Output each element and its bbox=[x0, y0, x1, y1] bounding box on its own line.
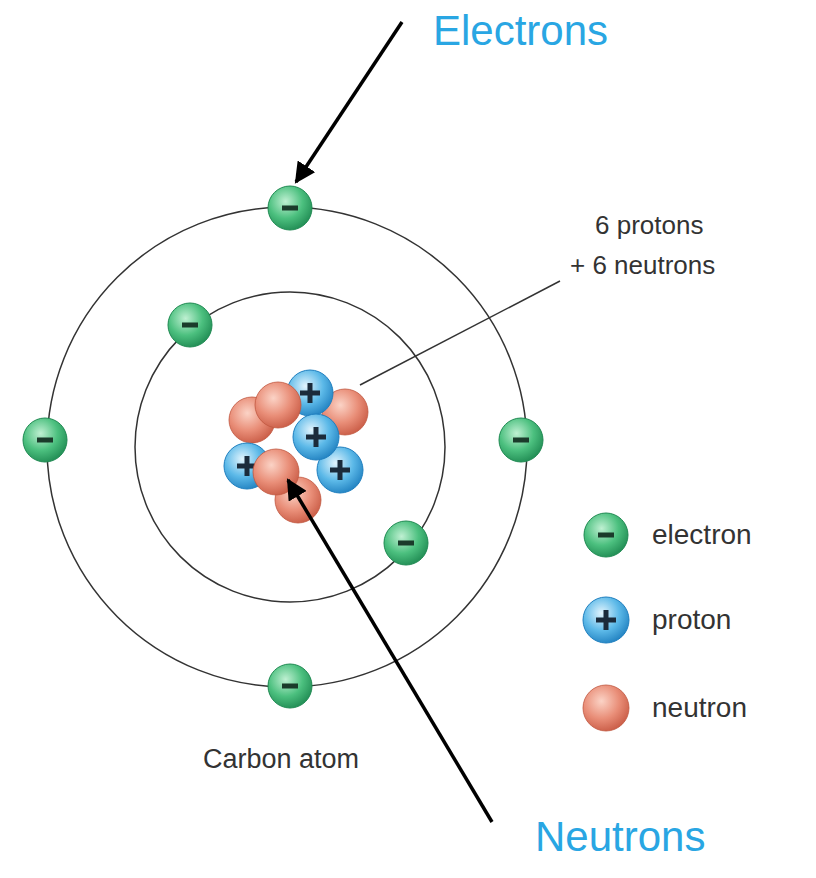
legend-text: neutron bbox=[652, 691, 747, 725]
callout-label: Electrons bbox=[433, 6, 608, 56]
inner-orbit bbox=[135, 292, 445, 602]
legend-neutron-sample bbox=[583, 685, 629, 731]
legend-text: electron bbox=[652, 518, 752, 552]
electrons bbox=[23, 186, 543, 708]
legend-text: proton bbox=[652, 603, 731, 637]
legend-proton-sample bbox=[583, 597, 629, 643]
callout-label: Neutrons bbox=[535, 812, 705, 862]
legend-electron-sample bbox=[584, 513, 628, 557]
nucleus-label: 6 protons + 6 neutrons bbox=[570, 205, 720, 285]
nucleus bbox=[224, 370, 368, 523]
leader-line bbox=[360, 281, 560, 385]
callout-arrow bbox=[296, 22, 402, 182]
outer-orbit bbox=[47, 207, 527, 687]
atom-caption: Carbon atom bbox=[203, 743, 359, 775]
